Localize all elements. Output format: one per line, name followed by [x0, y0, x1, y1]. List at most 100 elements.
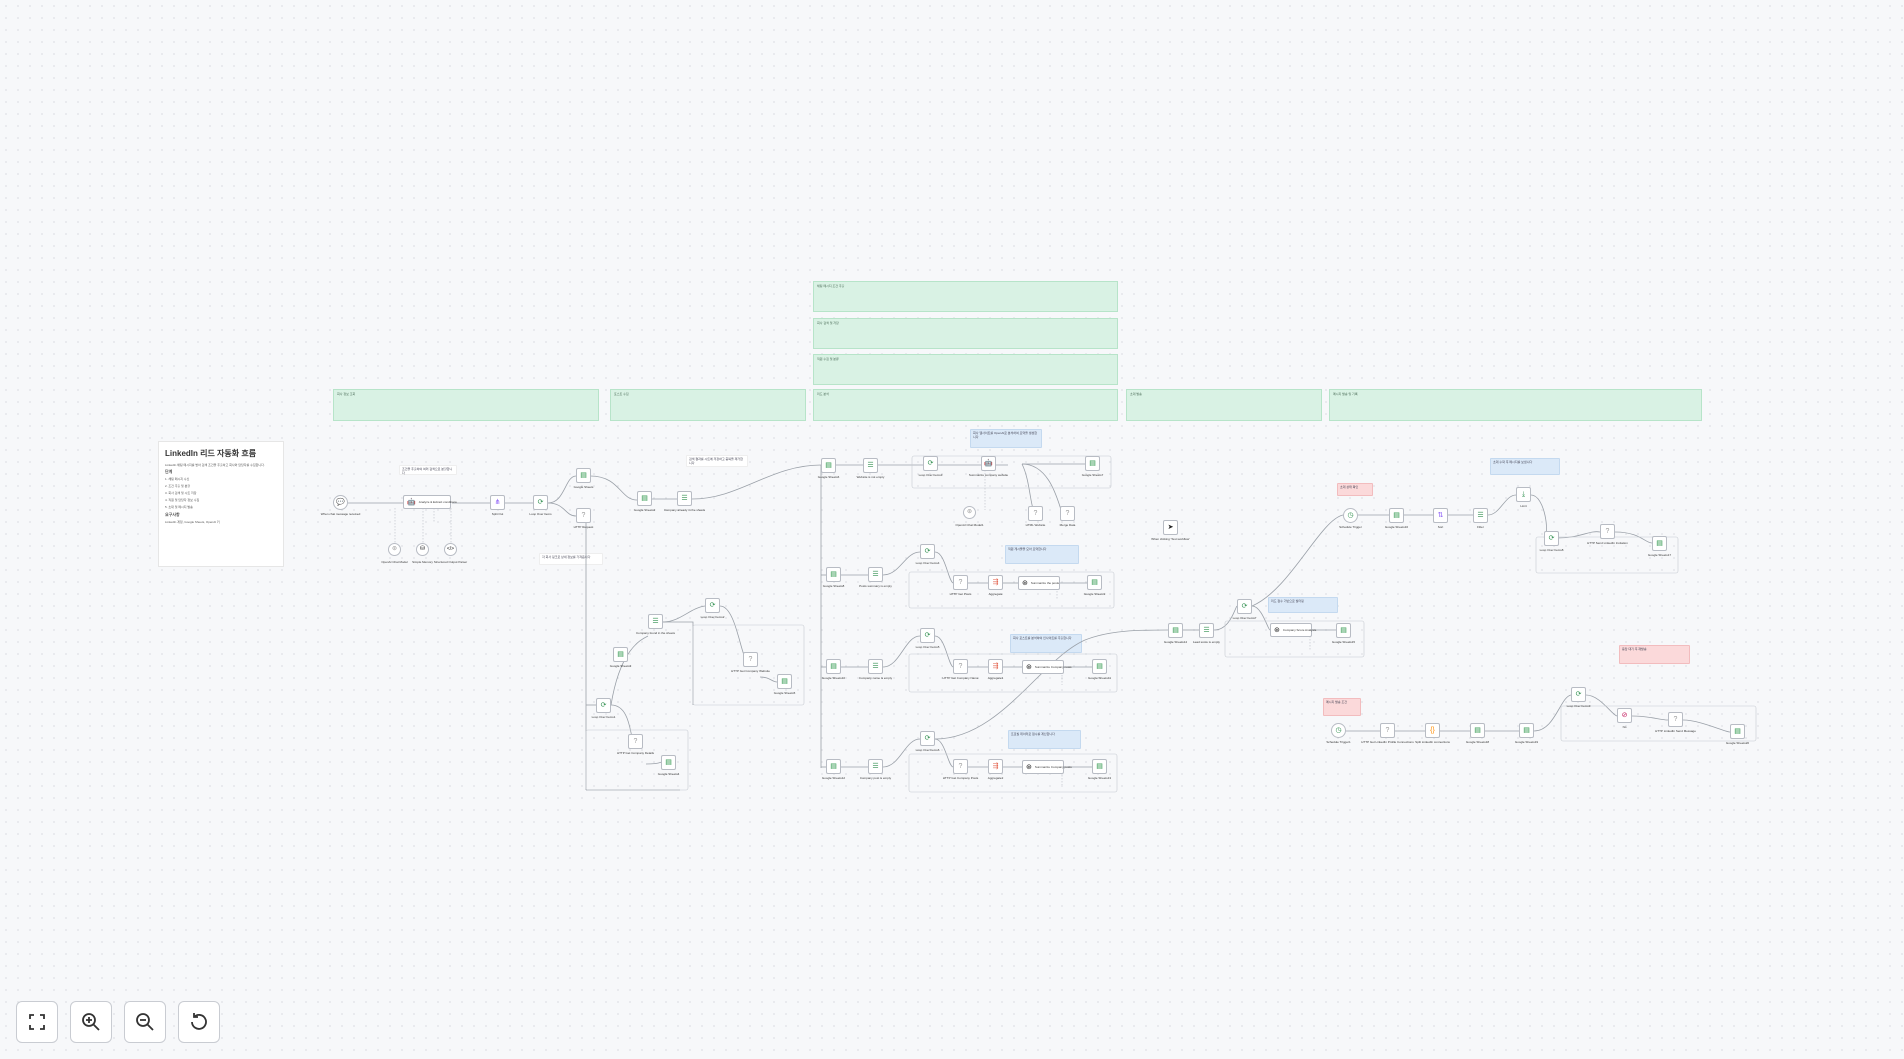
- node-sheets10[interactable]: ▤Google Sheets10: [822, 659, 845, 680]
- sticky-note[interactable]: 직원 수집 및 분류: [813, 354, 1118, 385]
- node-loop8[interactable]: ⟳Loop Over Items7: [1233, 599, 1256, 620]
- node-filter3[interactable]: ☰Website is not empty: [857, 458, 884, 479]
- sticky-note[interactable]: 회사 검색 및 저장: [813, 318, 1118, 349]
- node-sheets1[interactable]: ▤Google Sheets: [574, 468, 593, 489]
- node-sheets14[interactable]: ▤Google Sheets14: [1164, 623, 1187, 644]
- tip-note[interactable]: 초대 수락 후 메시지를 보냅니다: [1490, 458, 1560, 475]
- node-loop2[interactable]: ⟳Loop Over Items1: [592, 698, 615, 719]
- node-loop10[interactable]: ⟳Loop Over Items9: [1567, 687, 1590, 708]
- node-agg1[interactable]: ⇶Aggregate: [988, 575, 1003, 596]
- node-sheets4[interactable]: ▤Google Sheets4: [658, 755, 679, 776]
- node-http6[interactable]: ?HTTP Get Company Posts: [943, 759, 978, 780]
- node-model[interactable]: ⊛OpenAI Chat Model: [381, 543, 408, 564]
- node-sheets16[interactable]: ▤Google Sheets16: [1385, 508, 1408, 529]
- node-analyze-site[interactable]: 🤖Summarize company website: [969, 456, 1008, 477]
- node-loop4[interactable]: ⟳Loop Over Items3: [919, 456, 942, 477]
- node-code1[interactable]: ?Merge Data: [1060, 506, 1075, 527]
- node-filter6[interactable]: ☰Company post is empty: [860, 759, 891, 780]
- node-http2[interactable]: ?HTTP Get Company Details: [617, 734, 654, 755]
- node-sheets8[interactable]: ▤Google Sheets8: [823, 567, 844, 588]
- node-filter4[interactable]: ☰Posts summary is empty: [859, 567, 892, 588]
- node-http5[interactable]: ?HTTP Get Company Name: [943, 659, 978, 680]
- node-http1[interactable]: ?HTTP Request: [574, 508, 593, 529]
- node-filter5[interactable]: ☰Company name is empty: [859, 659, 892, 680]
- tip-note[interactable]: 검색 결과를 시트에 저장하고 중복을 제거합니다: [686, 455, 748, 467]
- node-filter1[interactable]: ☰Company already in the sheets: [664, 491, 705, 512]
- node-sheets11[interactable]: ▤Google Sheets11: [1088, 659, 1111, 680]
- node-summ3[interactable]: ⊛Summarize Company posts: [1022, 760, 1072, 774]
- sticky-note[interactable]: 회사 정보 조회: [333, 389, 599, 421]
- node-filter7[interactable]: ☰Lead score is empty: [1193, 623, 1220, 644]
- node-sheets9[interactable]: ▤Google Sheets9: [1084, 575, 1105, 596]
- node-split[interactable]: ⋔Split Out: [490, 495, 505, 516]
- node-sheets12[interactable]: ▤Google Sheets12: [822, 759, 845, 780]
- reset-zoom-button[interactable]: [178, 1001, 220, 1043]
- node-label: No: [1622, 725, 1627, 729]
- node-agg3[interactable]: ⇶Aggregate2: [988, 759, 1003, 780]
- zoom-in-button[interactable]: [70, 1001, 112, 1043]
- sticky-note[interactable]: 메시지 발송 및 기록: [1329, 389, 1702, 421]
- node-stop[interactable]: ⊘No: [1617, 708, 1632, 729]
- node-sheets18[interactable]: ▤Google Sheets18: [1466, 723, 1489, 744]
- node-sheets3[interactable]: ▤Google Sheets3: [610, 647, 631, 668]
- node-manual-trigger[interactable]: ➤When clicking 'Test workflow': [1151, 520, 1190, 541]
- node-sheets17[interactable]: ▤Google Sheets17: [1648, 536, 1671, 557]
- tip-note[interactable]: 리드 점수 기반으로 필터링: [1268, 597, 1338, 613]
- node-http8[interactable]: ?HTTP Get LinkedIn Profile Connections: [1361, 723, 1414, 744]
- node-sheets2[interactable]: ▤Google Sheets2: [634, 491, 655, 512]
- node-schedule2[interactable]: ◷Schedule Trigger1: [1326, 723, 1351, 744]
- zoom-out-button[interactable]: [124, 1001, 166, 1043]
- tip-note[interactable]: 초대 상태 확인: [1337, 483, 1373, 496]
- node-schedule1[interactable]: ◷Schedule Trigger: [1339, 508, 1362, 529]
- node-sheets19[interactable]: ▤Google Sheets19: [1515, 723, 1538, 744]
- node-http4[interactable]: ?HTTP Get Posts: [950, 575, 971, 596]
- tip-note[interactable]: 각 회사 링크로 상세 정보를 가져옵니다: [539, 553, 603, 565]
- node-filter8[interactable]: ☰Filter: [1473, 508, 1488, 529]
- node-html1[interactable]: ?HTML Website: [1026, 506, 1045, 527]
- tip-note[interactable]: 메시지 발송 조건: [1323, 698, 1361, 716]
- tip-note[interactable]: 회사 웹사이트를 OpenAI로 분석하여 요약을 생성합니다: [970, 429, 1042, 448]
- sticky-note[interactable]: 채팅 메시지 조건 추출: [813, 281, 1118, 312]
- node-sheets15[interactable]: ▤Google Sheets15: [1332, 623, 1355, 644]
- fit-view-button[interactable]: [16, 1001, 58, 1043]
- node-loop5[interactable]: ⟳Loop Over Items4: [916, 544, 939, 565]
- node-sheets7[interactable]: ▤Google Sheets7: [1082, 456, 1103, 477]
- sticky-note[interactable]: 초대 발송: [1126, 389, 1322, 421]
- description-note[interactable]: LinkedIn 리드 자동화 흐름 LinkedIn 채팅 메시지를 받아 검…: [158, 441, 284, 567]
- node-chat-trigger[interactable]: 💬When chat message received: [321, 495, 360, 516]
- node-filter2[interactable]: ☰Company found in the sheets: [636, 614, 675, 635]
- node-openai-model2[interactable]: ⊛OpenAI Chat Model1: [955, 506, 984, 527]
- node-loop6[interactable]: ⟳Loop Over Items5: [916, 628, 939, 649]
- node-memory[interactable]: ⛁Simple Memory: [412, 543, 433, 564]
- node-http3[interactable]: ?HTTP Get Company Website: [731, 652, 770, 673]
- node-http9[interactable]: ?HTTP LinkedIn Send Message: [1655, 712, 1696, 733]
- node-loop9[interactable]: ⟳Loop Over Items8: [1540, 531, 1563, 552]
- node-sheets5[interactable]: ▤Google Sheets5: [774, 674, 795, 695]
- tip-note[interactable]: 조건을 추출하여 여러 검색으로 분할합니다: [399, 465, 457, 475]
- node-agg2[interactable]: ⇶Aggregate1: [988, 659, 1003, 680]
- node-http7[interactable]: ?HTTP Send LinkedIn Invitation: [1587, 524, 1628, 545]
- node-score[interactable]: ⊛Company Score Analysis: [1270, 623, 1316, 637]
- sheets-icon: ▤: [580, 472, 587, 479]
- node-sort[interactable]: ⇅Sort: [1433, 508, 1448, 529]
- tip-note[interactable]: 회사 포스트를 분석하여 인사이트를 추출합니다: [1010, 634, 1082, 653]
- sticky-note[interactable]: 포스트 수집: [610, 389, 806, 421]
- node-sheets20[interactable]: ▤Google Sheets20: [1726, 724, 1749, 745]
- tip-note[interactable]: 직원 게시물을 모아 요약합니다: [1005, 545, 1079, 564]
- node-loop3[interactable]: ⟳Loop Over Items2: [701, 598, 724, 619]
- sticky-note[interactable]: 리드 분석: [813, 389, 1118, 421]
- node-code2[interactable]: {}Split LinkedIn connections: [1415, 723, 1450, 744]
- node-parser[interactable]: </>Structured Output Parser: [434, 543, 467, 564]
- node-sheets6[interactable]: ▤Google Sheets6: [818, 458, 839, 479]
- tip-note[interactable]: 프로필 데이터로 점수를 계산합니다: [1008, 730, 1081, 749]
- node-loop7[interactable]: ⟳Loop Over Items6: [916, 731, 939, 752]
- node-limit[interactable]: ⤓Limit: [1516, 487, 1531, 508]
- node-loop1[interactable]: ⟳Loop Over Items: [529, 495, 552, 516]
- node-sheets13[interactable]: ▤Google Sheets13: [1088, 759, 1111, 780]
- node-agent[interactable]: 🤖Analyze & Extract conditions: [403, 495, 457, 509]
- node-summ1[interactable]: ⊛Summarize the posts: [1018, 576, 1060, 590]
- node-label: Google Sheets3: [609, 664, 632, 668]
- node-summ2[interactable]: ⊛Summarize Company news: [1022, 660, 1072, 674]
- tip-note[interactable]: 응답 대기 후 재발송: [1619, 645, 1690, 664]
